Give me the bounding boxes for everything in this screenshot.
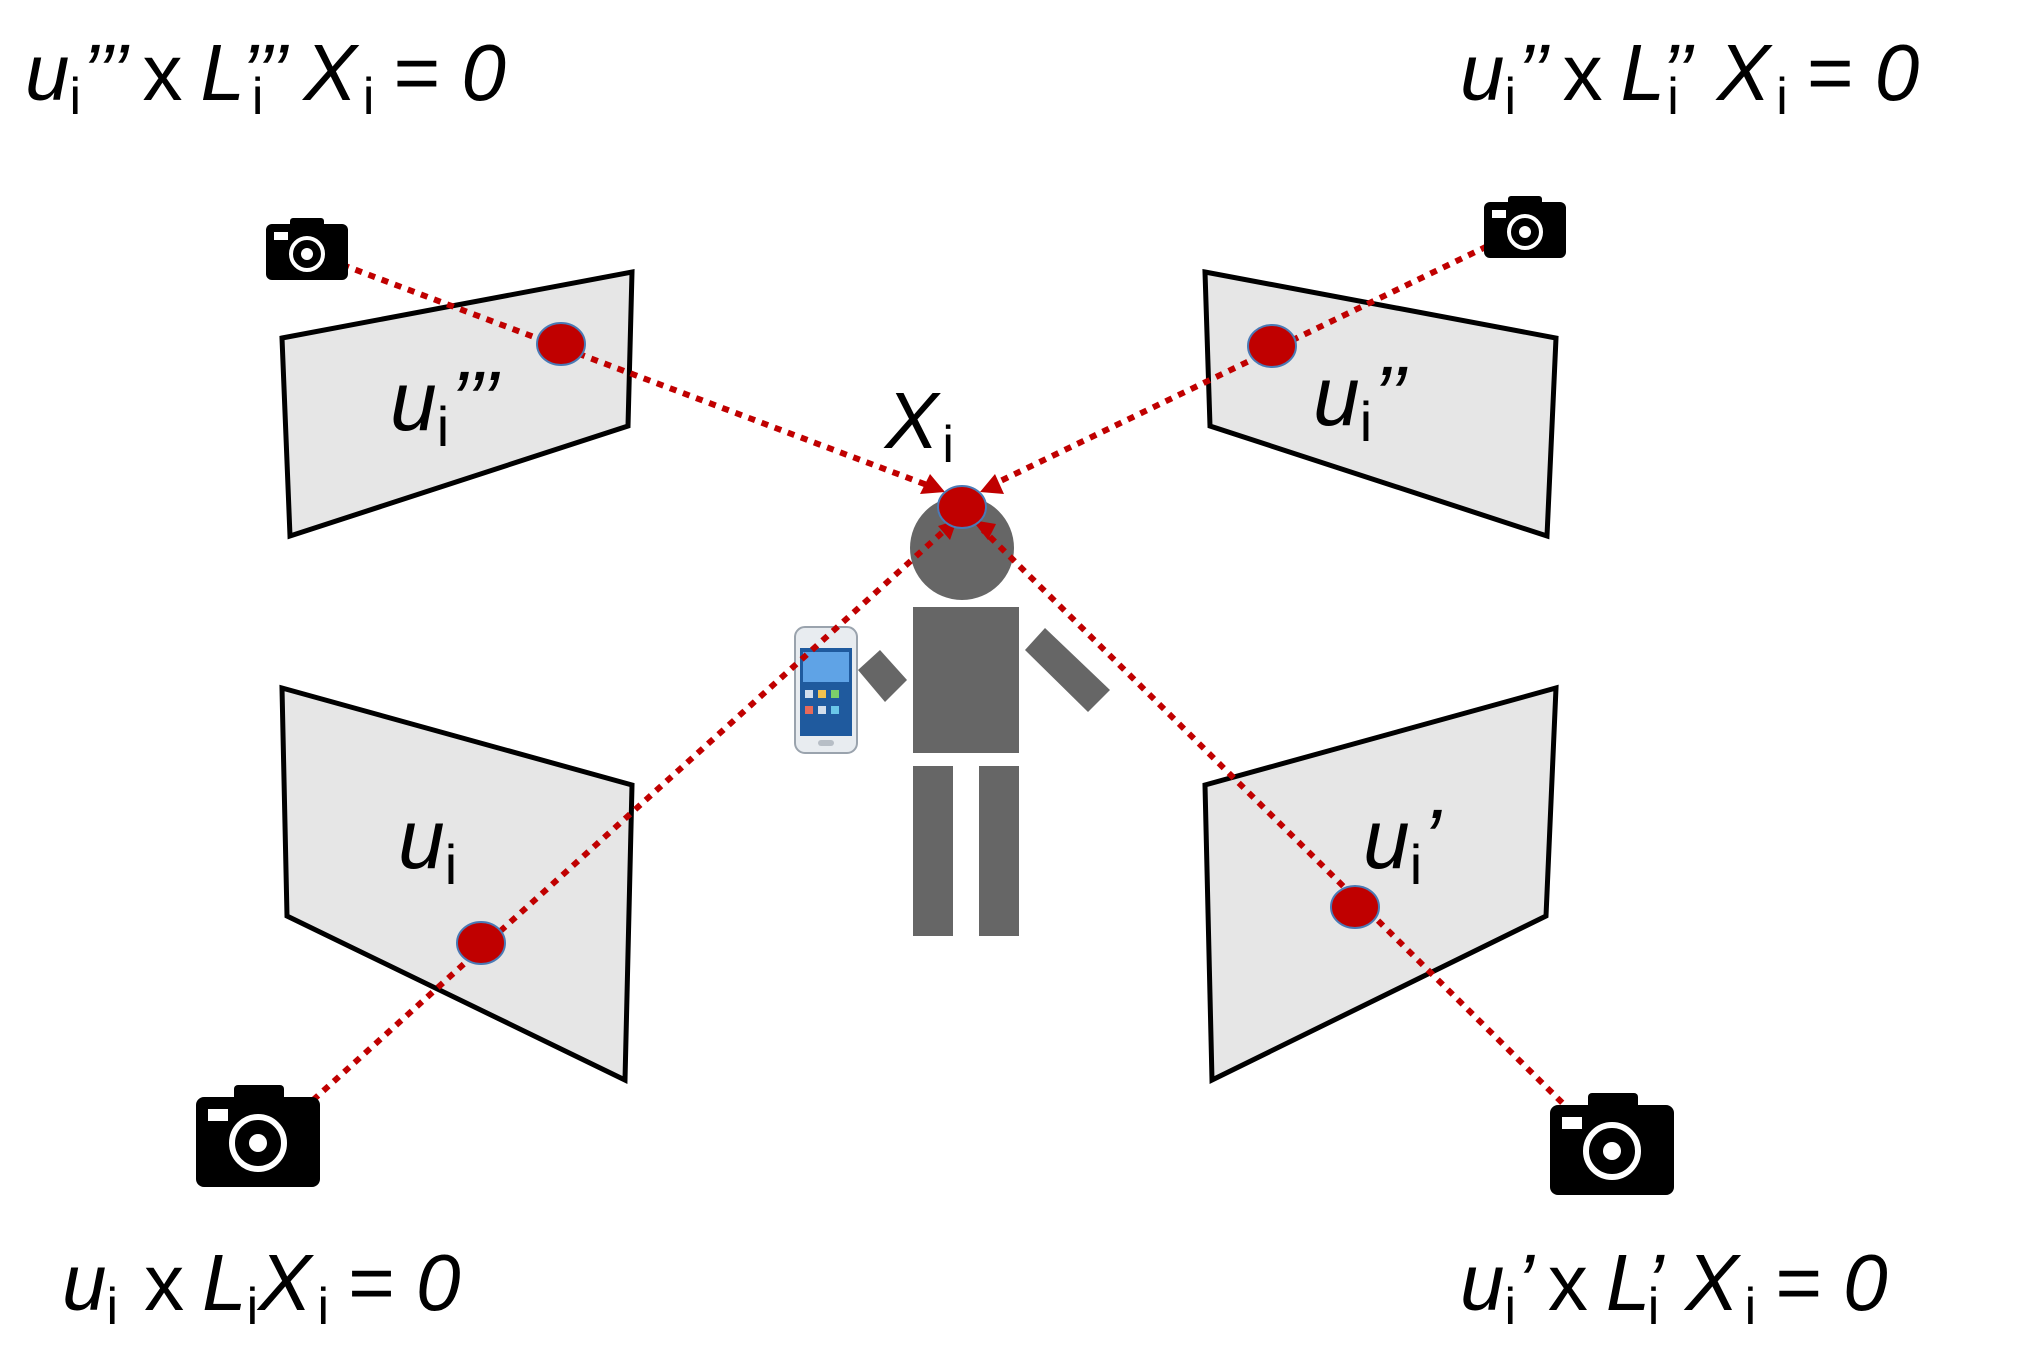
image-point-bottom-left — [456, 921, 506, 965]
plane-label-top-left: ui’’’ — [390, 354, 500, 458]
image-plane-bottom-left — [279, 684, 635, 1084]
image-point-top-left — [536, 322, 586, 366]
camera-icon — [1484, 196, 1566, 258]
smartphone-icon — [794, 626, 858, 754]
plane-label-bottom-right: ui’ — [1363, 792, 1442, 896]
arrowhead-top-left — [920, 474, 945, 494]
arrowhead-bottom-right — [972, 520, 996, 540]
image-point-top-right — [1247, 324, 1297, 368]
ray-arrowheads — [920, 474, 1004, 540]
camera-icon — [196, 1085, 320, 1187]
image-plane-bottom-right — [1202, 684, 1559, 1084]
plane-label-top-right: ui’’ — [1313, 349, 1408, 453]
ray-top-left — [301, 247, 937, 491]
person-icon — [858, 496, 1110, 936]
image-point-bottom-right — [1330, 885, 1380, 929]
plane-label-bottom-left: ui — [398, 792, 457, 896]
camera-icon — [1550, 1093, 1674, 1195]
world-point — [937, 485, 987, 529]
arrowhead-top-right — [980, 474, 1004, 494]
camera-icon — [266, 218, 348, 280]
world-point-label: Xi — [883, 376, 954, 474]
